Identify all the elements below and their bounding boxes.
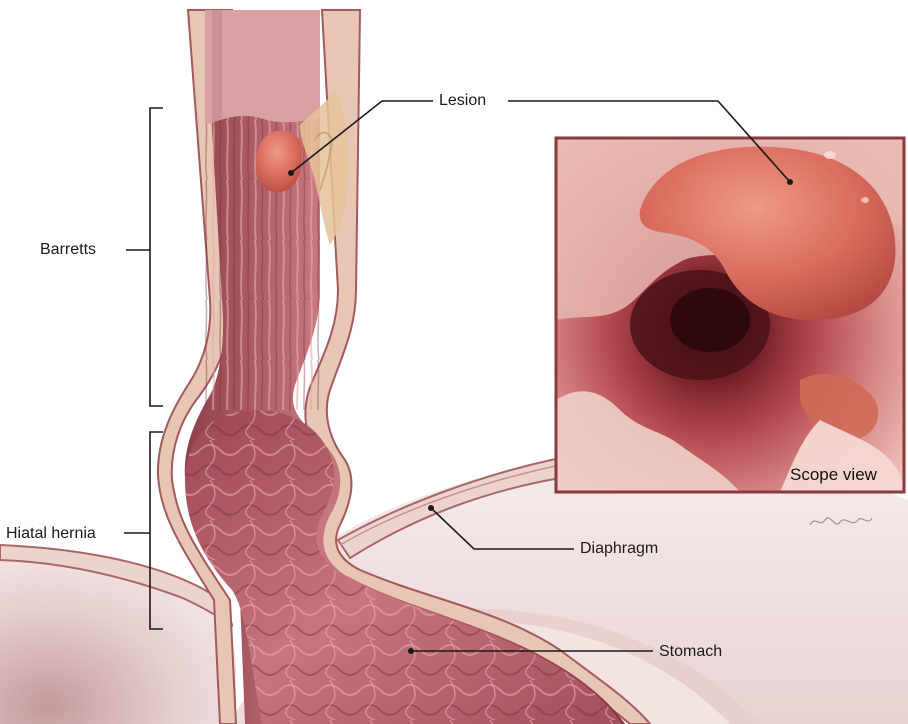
stomach-pointer-dot xyxy=(408,648,414,654)
lesion-label: Lesion xyxy=(439,92,486,110)
scope-lesion-pointer-dot xyxy=(787,179,793,185)
scope-view-inset xyxy=(556,138,904,492)
lesion-pointer-dot xyxy=(288,170,294,176)
diaphragm-label: Diaphragm xyxy=(580,540,658,558)
barretts-label: Barretts xyxy=(40,241,96,259)
diaphragm-pointer-dot xyxy=(428,505,434,511)
hiatal-hernia-label: Hiatal hernia xyxy=(6,525,96,543)
stomach-label: Stomach xyxy=(659,643,722,661)
scope-view-label: Scope view xyxy=(790,466,877,484)
